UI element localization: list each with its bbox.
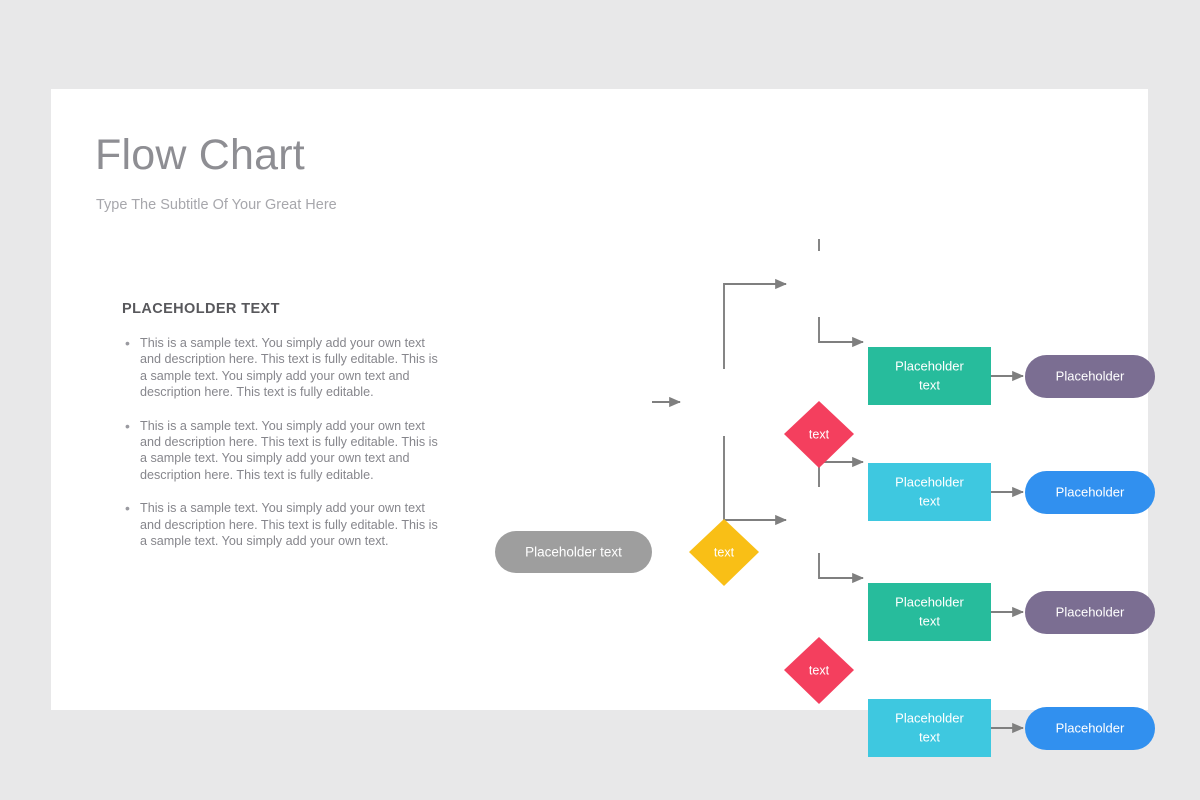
node-rect-1[interactable]: Placeholder text [868,347,991,405]
node-pill-1[interactable]: Placeholder [1025,355,1155,398]
node-decision-0-label: text [714,545,735,559]
node-rect-2-label-line2: text [919,493,940,508]
node-rect-2[interactable]: Placeholder text [868,463,991,521]
presentation-slide: Flow Chart Type The Subtitle Of Your Gre… [51,89,1155,757]
node-pill-2-label: Placeholder [1056,484,1125,499]
page-subtitle: Type The Subtitle Of Your Great Here [96,197,337,213]
node-rect-4-label-line1: Placeholder [895,710,964,725]
node-pill-3[interactable]: Placeholder [1025,591,1155,634]
left-text-panel: PLACEHOLDER TEXT • This is a sample text… [122,301,442,566]
node-start-label: Placeholder text [525,545,622,560]
node-rect-2-label-line1: Placeholder [895,474,964,489]
node-rect-3[interactable]: Placeholder text [868,583,991,641]
flow-chart-diagram: Placeholder text text text text Placehol… [495,239,1155,757]
edge-decision1top-to-rect1 [818,239,820,251]
node-decision-1-bottom[interactable]: text [784,637,854,704]
bullet-dot-icon: • [125,417,130,434]
node-pill-1-label: Placeholder [1056,368,1125,383]
node-rect-1-label-line2: text [919,377,940,392]
left-panel-heading: PLACEHOLDER TEXT [122,301,280,317]
node-decision-1-top[interactable]: text [784,401,854,468]
bullet-dot-icon: • [125,500,130,517]
list-item: • This is a sample text. You simply add … [122,500,442,549]
node-decision-1-top-label: text [809,427,830,441]
node-rect-1-label-line1: Placeholder [895,358,964,373]
bullet-text: This is a sample text. You simply add yo… [140,501,438,549]
bullet-dot-icon: • [125,335,130,351]
node-rect-4-label-line2: text [919,729,940,744]
node-pill-4[interactable]: Placeholder [1025,707,1155,750]
node-rect-4[interactable]: Placeholder text [868,699,991,757]
list-item: • This is a sample text. You simply add … [122,335,442,401]
node-pill-3-label: Placeholder [1056,604,1125,619]
node-pill-4-label: Placeholder [1056,720,1125,735]
edge-decision0-to-decision1-bottom [723,436,787,526]
edge-decision1top-to-rect2 [818,317,864,348]
node-pill-2[interactable]: Placeholder [1025,471,1155,514]
edge-decision1bottom-to-rect4 [818,553,864,584]
list-item: • This is a sample text. You simply add … [122,418,442,484]
node-decision-0[interactable]: text [689,519,759,586]
node-rect-3-label-line2: text [919,613,940,628]
node-decision-1-bottom-label: text [809,663,830,677]
page-title: Flow Chart [95,131,305,179]
node-rect-3-label-line1: Placeholder [895,594,964,609]
bullet-text: This is a sample text. You simply add yo… [140,418,438,482]
bullet-text: This is a sample text. You simply add yo… [140,336,438,400]
edge-decision1bottom-to-rect3 [818,456,864,487]
node-start[interactable]: Placeholder text [495,531,652,573]
edge-decision0-to-decision1-top [723,278,787,369]
